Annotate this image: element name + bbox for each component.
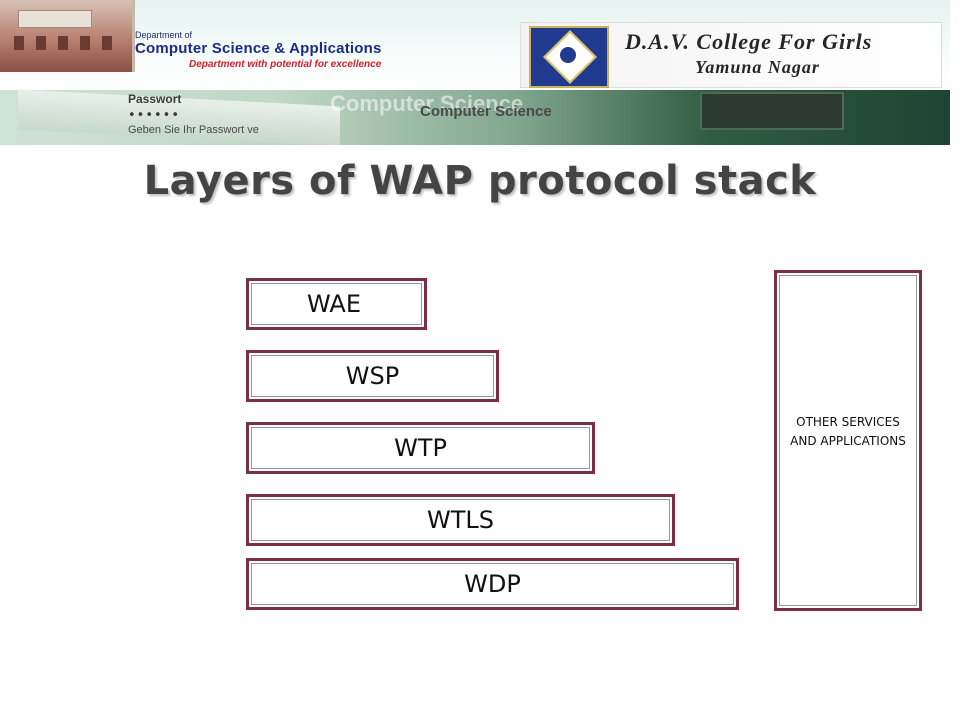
- department-tagline: Department with potential for excellence: [189, 59, 382, 70]
- layer-wtp-box: WTP: [246, 422, 595, 474]
- department-name: Computer Science & Applications: [135, 40, 382, 57]
- building-window: [80, 36, 90, 50]
- other-services-box: OTHER SERVICES AND APPLICATIONS: [774, 270, 922, 611]
- banner-password-hint: Geben Sie Ihr Passwort ve: [128, 124, 259, 136]
- circuit-chip-graphic: [700, 92, 844, 130]
- college-block: D.A.V. College For Girls Yamuna Nagar: [520, 22, 942, 88]
- other-services-label: OTHER SERVICES AND APPLICATIONS: [790, 415, 906, 448]
- layer-label: WSP: [345, 362, 400, 390]
- layer-label: WTP: [394, 434, 447, 462]
- slide-title: Layers of WAP protocol stack: [143, 158, 817, 204]
- banner-password-label: Passwort: [128, 92, 182, 106]
- emblem-core: [560, 47, 576, 63]
- department-block: Department of Computer Science & Applica…: [135, 30, 465, 72]
- banner-password-dots: ••••••: [128, 108, 181, 123]
- building-window: [58, 36, 68, 50]
- college-place: Yamuna Nagar: [695, 57, 820, 77]
- banner-overlay-text: Computer Science: [330, 91, 524, 116]
- department-of-text: Department of: [135, 30, 193, 40]
- college-emblem-logo: [529, 26, 609, 88]
- layer-wsp-box: WSP: [246, 350, 499, 402]
- layer-wae-box: WAE: [246, 278, 427, 330]
- header-banner: Department of Computer Science & Applica…: [0, 0, 950, 145]
- layer-wtls-box: WTLS: [246, 494, 675, 546]
- layer-wdp-box: WDP: [246, 558, 739, 610]
- layer-label: WDP: [464, 570, 521, 598]
- building-window: [36, 36, 46, 50]
- college-building-photo: [0, 0, 135, 72]
- layer-label: WTLS: [427, 506, 494, 534]
- college-name: D.A.V. College For Girls: [625, 29, 873, 54]
- building-sign: [18, 10, 92, 28]
- banner-overlay-text: Computer Science: [420, 103, 552, 120]
- layer-label: WAE: [307, 290, 361, 318]
- building-window: [102, 36, 112, 50]
- building-window: [14, 36, 24, 50]
